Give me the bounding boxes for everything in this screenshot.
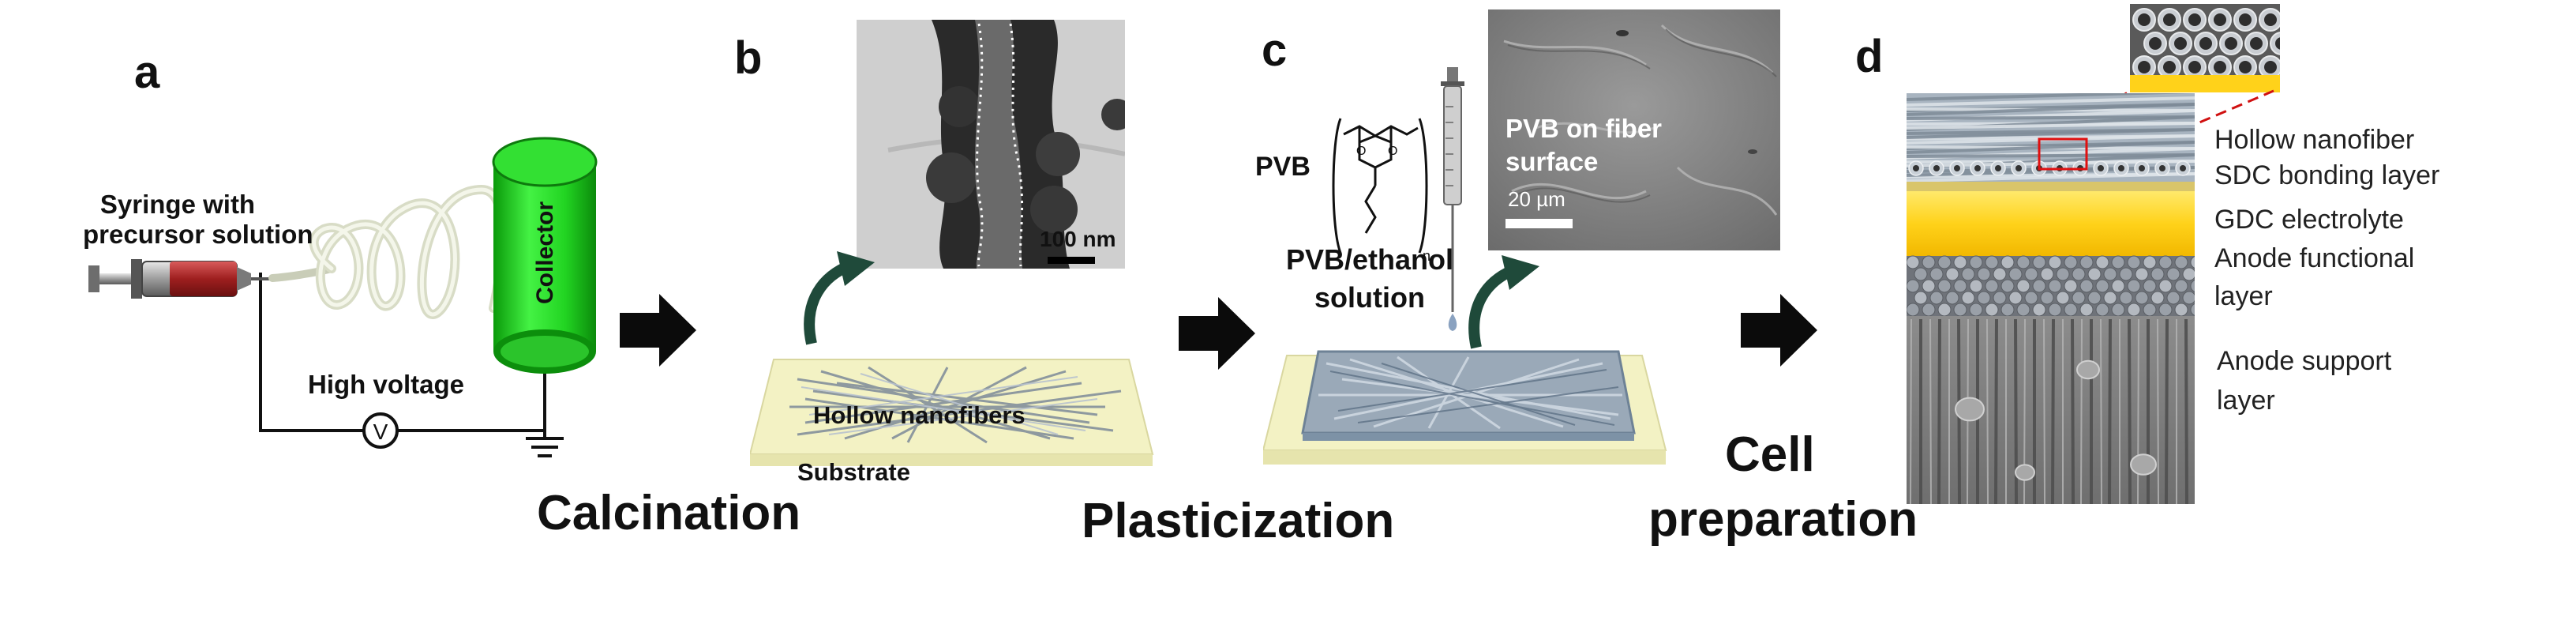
curved-arrow-icon [804,251,875,345]
sem-label-line1: PVB on fiber [1505,114,1663,143]
sem-micrograph: PVB on fiber surface 20 µm [1488,9,1780,250]
step-cell-line2: preparation [1648,492,1918,547]
layer-label-sdc: SDC bonding layer [2214,160,2440,190]
syringe-needle-icon [1441,67,1464,331]
syringe-icon [88,259,272,299]
ground-icon [526,433,564,457]
step-calcination: Calcination [537,486,801,540]
sem-scale-label: 20 µm [1508,187,1565,211]
panel-letter-a: a [134,47,160,98]
layer-label-hollow-nanofiber: Hollow nanofiber [2214,125,2415,155]
substrate-label: Substrate [797,458,910,486]
pvb-ethanol-line1: PVB/ethanol [1285,243,1454,276]
pvb-label: PVB [1255,152,1310,182]
spiral-jet [268,184,508,320]
hollow-nanofibers-label: Hollow nanofibers [813,401,1026,429]
electrospinning-diagram: V Collector [88,137,598,457]
pvb-ethanol-label: PVB/ethanol solution [1271,243,1468,314]
curved-arrow-icon [1468,255,1539,349]
pvb-structure-icon: O O n [1332,118,1430,264]
voltmeter-label: V [373,419,388,444]
panel-letter-b: b [734,32,763,84]
collector-cylinder: Collector [492,137,598,374]
cell-cross-section [1907,93,2195,504]
svg-text:O: O [1388,145,1397,158]
plasticized-fibers-substrate [1263,350,1667,465]
layer-label-anode-support-line2: layer [2217,386,2275,416]
layer-label-anode-support: Anode support [2217,346,2392,376]
arrow-right-icon [620,294,696,367]
sem-label: PVB on fiber surface [1505,114,1662,177]
step-cell-line1: Cell [1725,427,1815,482]
panel-letter-c: c [1262,24,1288,76]
hollow-fiber-inset [2130,4,2280,92]
pvb-ethanol-line2: solution [1314,281,1425,314]
panel-letter-d: d [1855,31,1884,82]
tem-scale-label: 100 nm [1040,227,1116,251]
syringe-label-line1: Syringe with [99,190,256,219]
voltmeter-icon: V [362,412,399,449]
step-plasticization: Plasticization [1082,494,1395,548]
hollow-nanofibers-substrate [750,359,1154,466]
arrow-right-icon [1179,297,1255,370]
sem-label-line2: surface [1505,147,1599,176]
collector-label: Collector [532,201,558,304]
high-voltage-label: High voltage [308,370,465,399]
layer-label-anode-functional-line2: layer [2214,281,2273,311]
tem-micrograph: 100 nm [857,20,1125,269]
scale-bar [1048,257,1095,264]
sem-scale-bar [1505,219,1573,228]
layer-label-gdc: GDC electrolyte [2214,205,2404,235]
svg-text:O: O [1356,145,1366,158]
subscript-n: n [1423,248,1430,264]
arrow-right-icon [1741,294,1817,367]
syringe-label-line2: precursor solution [83,220,313,249]
syringe-label: Syringe with precursor solution [83,190,313,250]
layer-label-anode-functional: Anode functional [2214,243,2415,273]
